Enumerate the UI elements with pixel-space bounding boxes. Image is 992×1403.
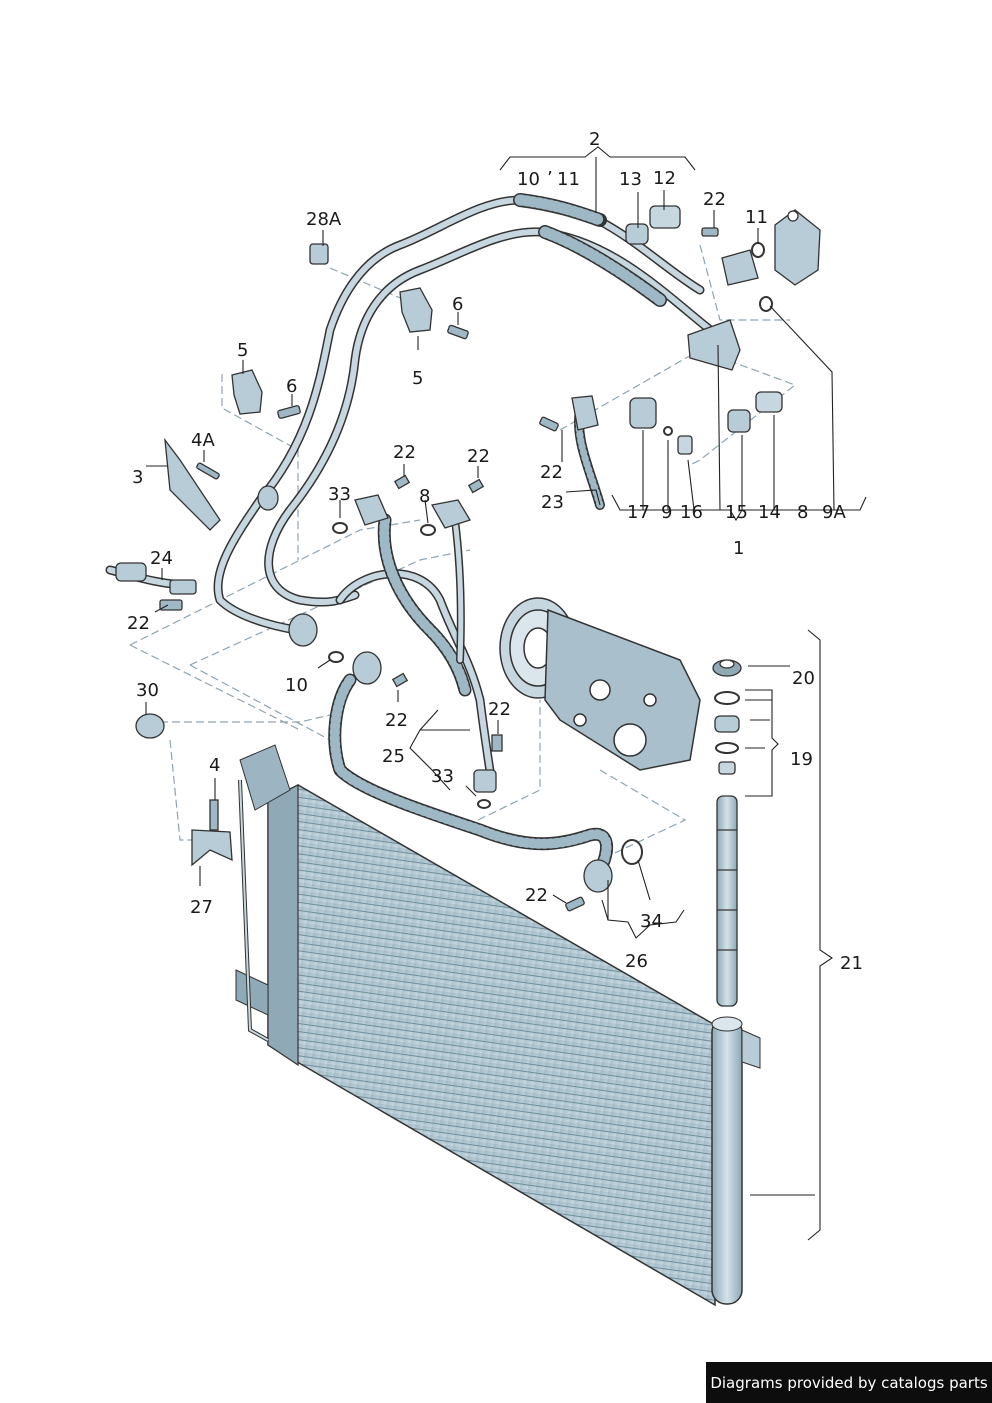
receiver-drier-parts: [712, 659, 742, 1007]
callout-28a: 28A: [306, 209, 342, 230]
callout-4: 4: [209, 755, 221, 776]
callout-17: 17: [627, 502, 650, 523]
small-parts: [115, 205, 821, 912]
callout-5: 5: [412, 368, 424, 389]
callout-tick: ’: [547, 168, 553, 189]
callout-16: 16: [680, 502, 703, 523]
callout-25: 25: [382, 746, 405, 767]
callout-19: 19: [790, 749, 813, 770]
callout-10: 10: [285, 675, 308, 696]
callout-34: 34: [640, 911, 663, 932]
callout-4a: 4A: [191, 430, 215, 451]
callout-22: 22: [703, 189, 726, 210]
leader-lines: [145, 146, 867, 1241]
callout-22: 22: [393, 442, 416, 463]
condenser: [235, 744, 761, 1307]
callout-3: 3: [132, 467, 144, 488]
callout-27: 27: [190, 897, 213, 918]
callout-15: 15: [725, 502, 748, 523]
callout-11: 11: [745, 207, 768, 228]
callout-33: 33: [431, 766, 454, 787]
callout-26: 26: [625, 951, 648, 972]
callout-23: 23: [541, 492, 564, 513]
callout-12: 12: [653, 168, 676, 189]
callout-22: 22: [385, 710, 408, 731]
callout-14: 14: [758, 502, 781, 523]
callout-30: 30: [136, 680, 159, 701]
callout-2: 2: [589, 129, 601, 150]
callout-9: 9: [661, 502, 673, 523]
callout-8: 8: [797, 502, 809, 523]
callout-1: 1: [733, 538, 745, 559]
callout-24: 24: [150, 548, 173, 569]
callout-13: 13: [619, 169, 642, 190]
callout-10: 10: [517, 169, 540, 190]
callout-22: 22: [127, 613, 150, 634]
callout-11: 11: [557, 169, 580, 190]
footer-credit: Diagrams provided by catalogs parts: [706, 1362, 992, 1403]
callout-20: 20: [792, 668, 815, 689]
callout-9a: 9A: [822, 502, 846, 523]
callout-22: 22: [525, 885, 548, 906]
callout-6: 6: [286, 376, 298, 397]
callout-5: 5: [237, 340, 249, 361]
callout-22: 22: [467, 446, 490, 467]
callout-8: 8: [419, 486, 431, 507]
callout-21: 21: [840, 953, 863, 974]
callout-22: 22: [540, 462, 563, 483]
hose-lines: [105, 193, 735, 877]
callout-22: 22: [488, 699, 511, 720]
compressor: [499, 597, 701, 771]
callout-33: 33: [328, 484, 351, 505]
callout-6: 6: [452, 294, 464, 315]
